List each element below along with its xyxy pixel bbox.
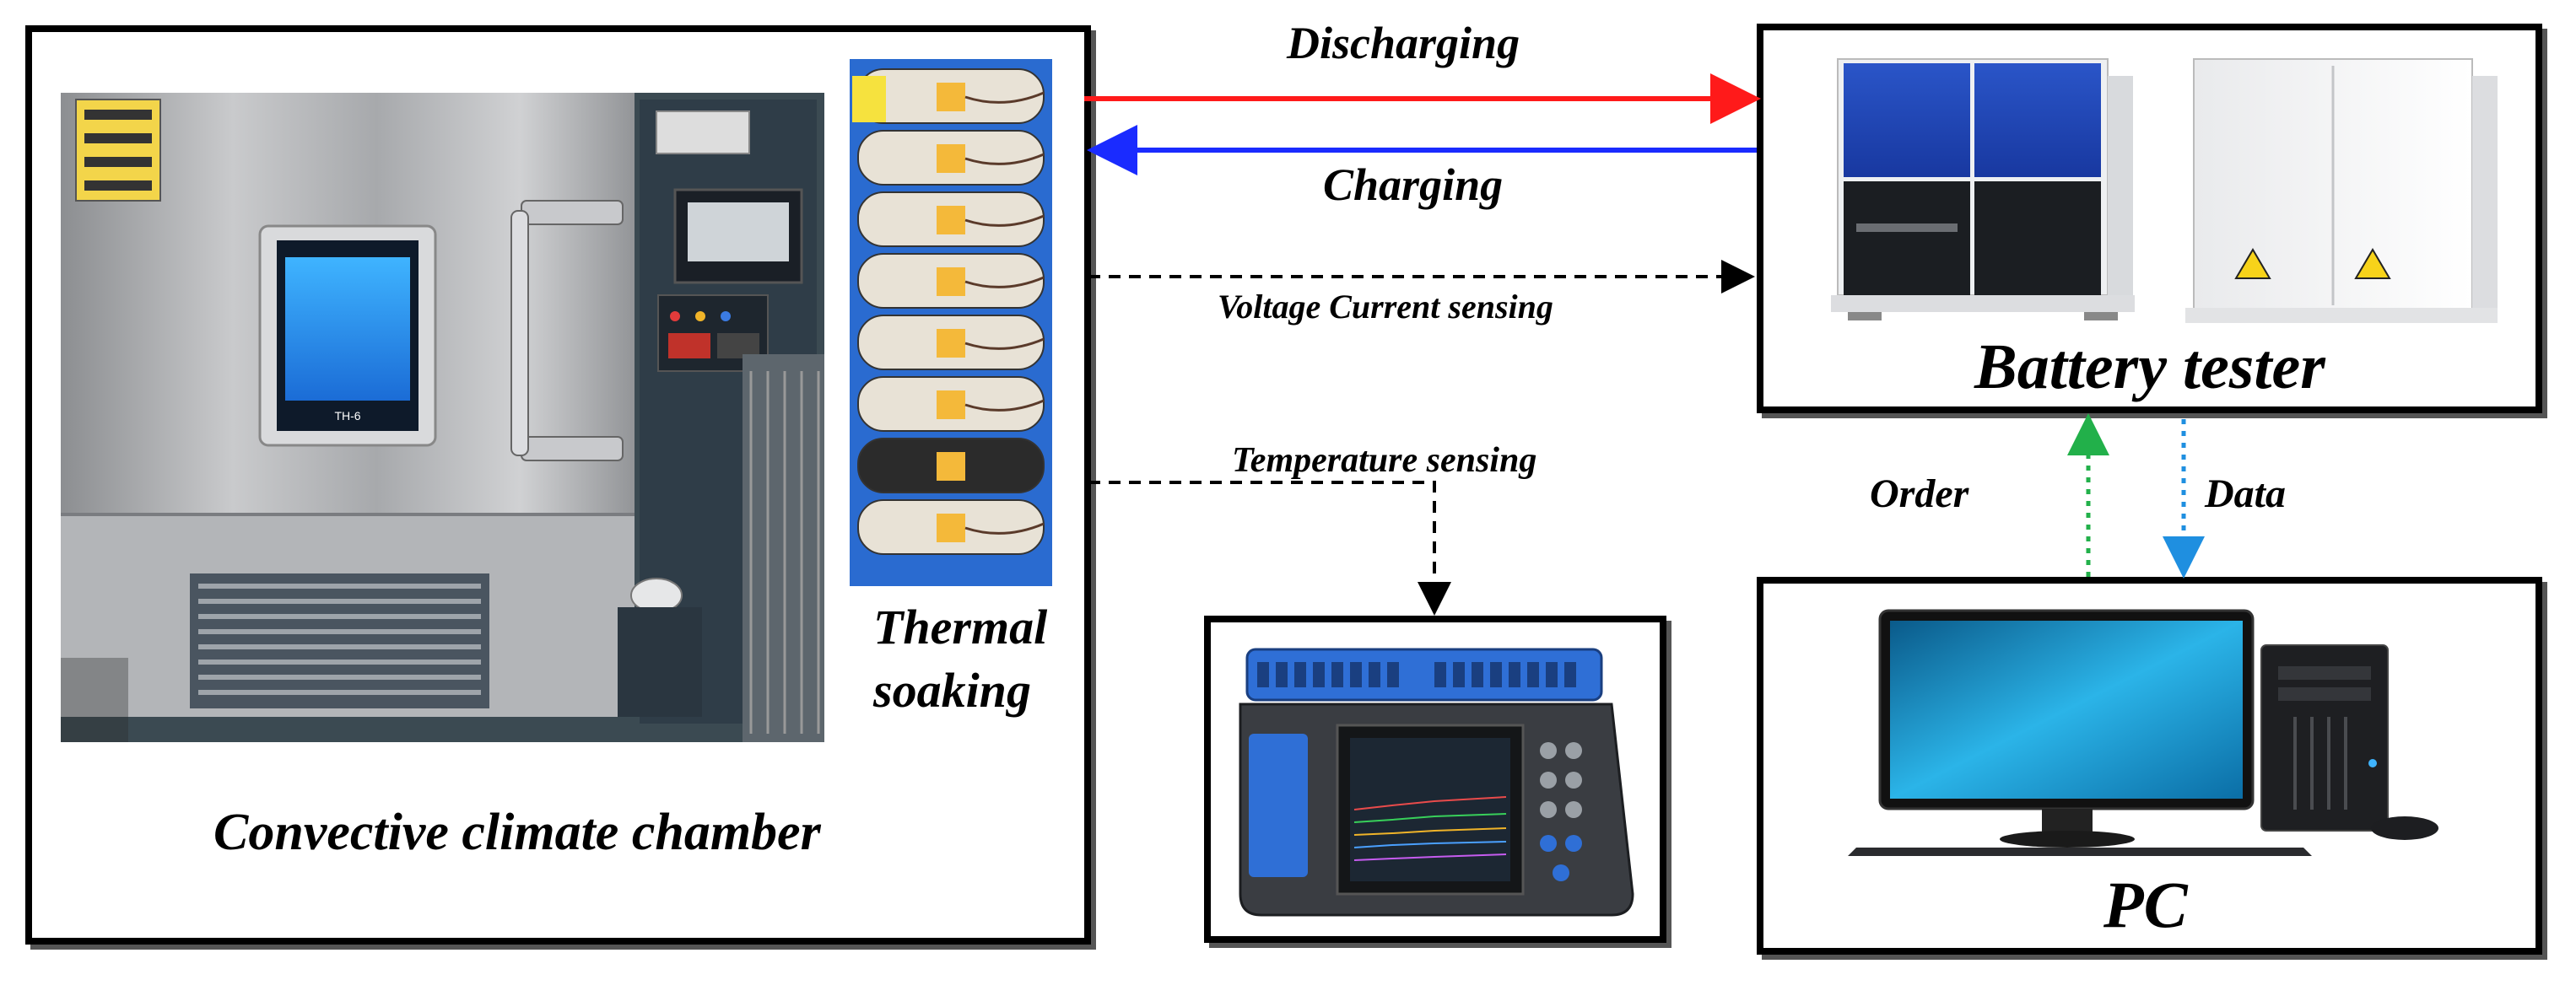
temperature-label: Temperature sensing: [1232, 441, 1537, 480]
climate-chamber-label: Convective climate chamber: [213, 804, 821, 861]
battery-tester-image: [1831, 58, 2498, 323]
thermal-soaking-label-line2: soaking: [873, 663, 1031, 718]
data-label: Data: [2205, 471, 2286, 516]
climate-chamber-image: TH-6: [61, 93, 824, 742]
battery-cells-image: [850, 59, 1052, 586]
data-logger-image: [1239, 648, 1634, 917]
temperature-arrow: [1088, 481, 1451, 616]
battery-tester-label: Battery tester: [1974, 331, 2325, 402]
voltage-current-label: Voltage Current sensing: [1218, 288, 1553, 326]
thermal-soaking-label-line1: Thermal: [873, 600, 1048, 654]
pc-label: PC: [2103, 868, 2188, 941]
order-label: Order: [1870, 471, 1969, 516]
discharging-label: Discharging: [1287, 18, 1520, 68]
chamber-screen-text: TH-6: [334, 409, 360, 423]
charging-label: Charging: [1323, 159, 1504, 210]
pc-image: [1848, 609, 2438, 856]
